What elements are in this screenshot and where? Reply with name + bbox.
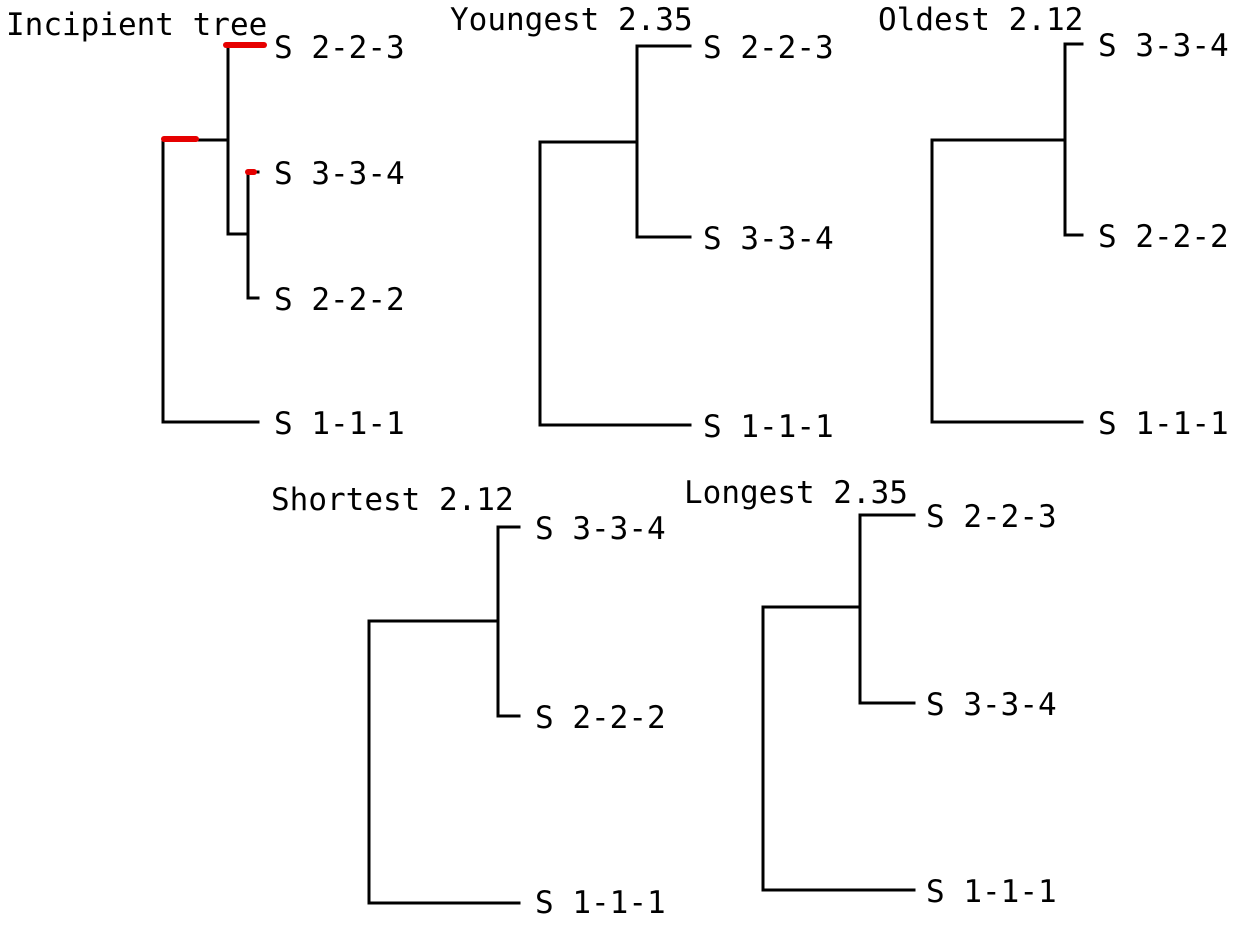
tip-label: S 2-2-3 xyxy=(926,499,1057,535)
tree-incipient: Incipient tree S 2-2-3 S 3-3-4 S 2-2-2 S… xyxy=(6,7,405,442)
tree-title: Incipient tree xyxy=(6,7,267,43)
tip-label: S 1-1-1 xyxy=(926,874,1057,910)
tree-shortest: Shortest 2.12 S 3-3-4 S 2-2-2 S 1-1-1 xyxy=(271,482,666,921)
clade-branch xyxy=(226,44,260,236)
root-branch xyxy=(761,605,916,892)
tip-label: S 2-2-3 xyxy=(274,30,405,66)
tree-title: Oldest 2.12 xyxy=(878,2,1083,38)
tree-longest: Longest 2.35 S 2-2-3 S 3-3-4 S 1-1-1 xyxy=(684,475,1057,910)
tree-title: Shortest 2.12 xyxy=(271,482,514,518)
root-branch xyxy=(930,138,1084,424)
tip-label: S 2-2-2 xyxy=(274,282,405,318)
tip-label: S 1-1-1 xyxy=(274,406,405,442)
tree-title: Longest 2.35 xyxy=(684,475,908,511)
tip-label: S 2-2-3 xyxy=(703,30,834,66)
tip-label: S 3-3-4 xyxy=(535,511,666,547)
clade-branch xyxy=(858,513,916,705)
clade-branch xyxy=(496,525,521,718)
tip-label: S 1-1-1 xyxy=(1098,406,1229,442)
tree-title: Youngest 2.35 xyxy=(450,2,693,38)
tip-label: S 3-3-4 xyxy=(1098,28,1229,64)
tip-label: S 3-3-4 xyxy=(274,156,405,192)
root-branch xyxy=(161,138,260,424)
root-branch xyxy=(538,140,692,427)
tree-youngest: Youngest 2.35 S 2-2-3 S 3-3-4 S 1-1-1 xyxy=(450,2,834,445)
subclade-branch xyxy=(246,170,260,300)
tip-label: S 1-1-1 xyxy=(535,885,666,921)
tip-label: S 3-3-4 xyxy=(703,221,834,257)
tip-label: S 3-3-4 xyxy=(926,687,1057,723)
root-branch xyxy=(367,619,521,905)
tip-label: S 2-2-2 xyxy=(535,700,666,736)
clade-branch xyxy=(1063,42,1084,237)
clade-branch xyxy=(635,44,692,239)
tip-label: S 1-1-1 xyxy=(703,409,834,445)
tree-oldest: Oldest 2.12 S 3-3-4 S 2-2-2 S 1-1-1 xyxy=(878,2,1229,442)
tip-label: S 2-2-2 xyxy=(1098,219,1229,255)
